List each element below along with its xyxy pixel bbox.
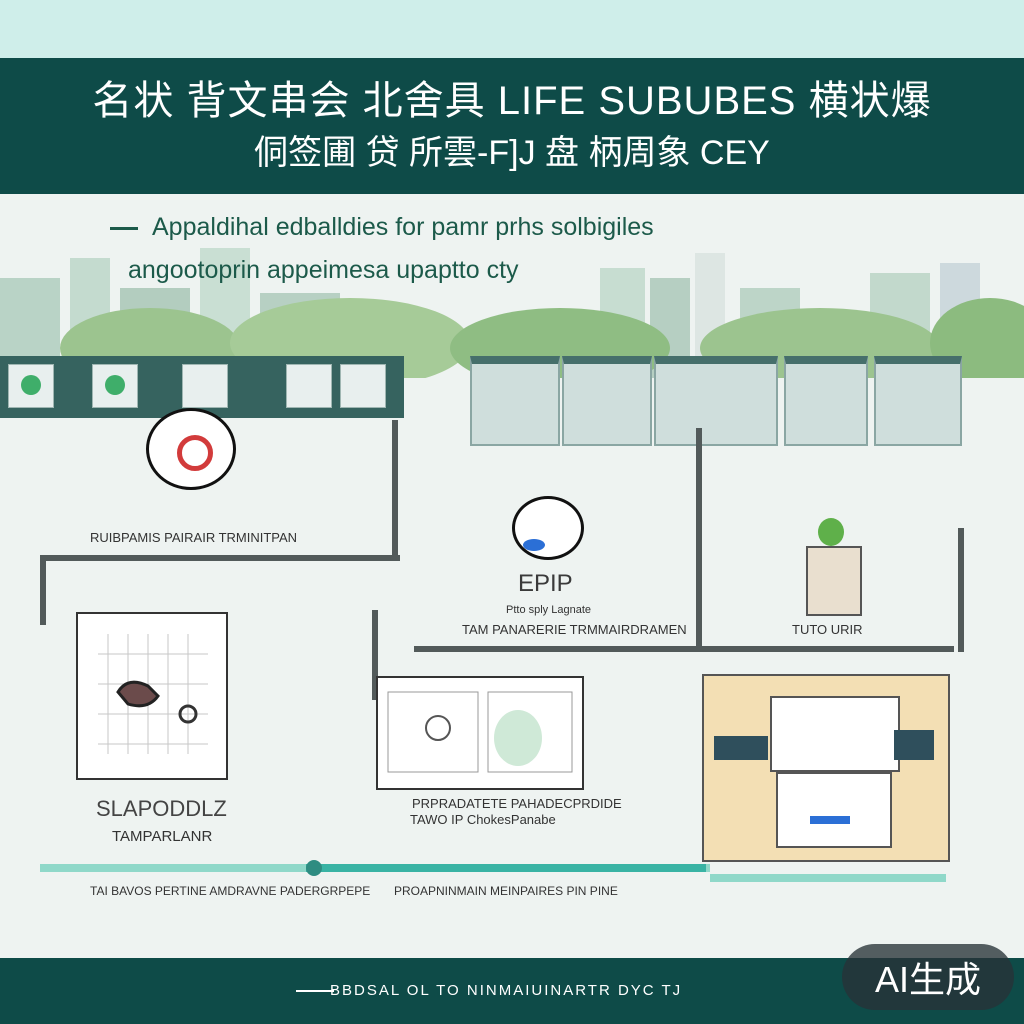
window-right [894, 730, 934, 760]
sky-band [0, 0, 1024, 60]
intro-line-1: Appaldihal edballdies for pamr prhs solb… [110, 210, 654, 244]
lab-sketch [387, 691, 573, 773]
title-banner: 名状 背文串会 北舍具 LIFE SUBUBES 横状爆 侗签圃 贷 所雲-F]… [0, 58, 1024, 194]
red-ring-icon [177, 435, 213, 471]
middle-panel-caption-2: TAWO IP ChokesPanabe [410, 812, 556, 827]
connector-pipe [40, 555, 46, 625]
center-node-small: Ptto sply Lagnate [506, 604, 592, 616]
wall-display [770, 696, 900, 772]
blue-drop-icon [523, 539, 545, 551]
building [470, 356, 560, 446]
service-tile [8, 364, 54, 408]
title-line-1: 名状 背文串会 北舍具 LIFE SUBUBES 横状爆 [92, 79, 932, 123]
left-panel-title: SLAPODDLZ [96, 796, 227, 821]
building-row [470, 356, 962, 446]
person-body-icon [806, 546, 862, 616]
footer-dash [296, 990, 334, 992]
left-panel-sub: TAMPARLANR [112, 828, 213, 845]
middle-diagram-panel [376, 676, 584, 790]
building [784, 356, 868, 446]
water-drop-node [146, 408, 236, 490]
left-node-caption: RUIBPAMIS PAIRAIR TRMINITPAN [90, 530, 298, 545]
timeline-extension [710, 874, 946, 882]
service-tile [286, 364, 332, 408]
service-tile [182, 364, 228, 408]
connector-pipe [958, 528, 964, 652]
left-service-strip [0, 356, 404, 418]
ai-generated-watermark: AI生成 [842, 944, 1014, 1010]
left-diagram-panel [76, 612, 228, 780]
building [562, 356, 652, 446]
middle-panel-caption-1: PRPRADATETE PAHADECPRDIDE [412, 796, 622, 811]
service-tile [92, 364, 138, 408]
title-line-2: 侗签圃 贷 所雲-F]J 盘 柄周象 CEY [254, 134, 770, 172]
center-node-title: EPIP [518, 570, 573, 597]
timeline-node [306, 860, 322, 876]
dash-decoration [110, 226, 138, 230]
timeline-caption-left: TAI BAVOS PERTINE AMDRAVNE PADERGRPEPE [90, 884, 371, 898]
right-node-caption: TUTO URIR [792, 622, 863, 637]
timeline-progress [306, 864, 706, 872]
window-left [714, 736, 768, 760]
intro-line-1-text: Appaldihal edballdies for pamr prhs solb… [152, 213, 654, 241]
connector-pipe [40, 555, 400, 561]
timeline-caption-middle: PROAPNINMAIN MEINPAIRES PIN PINE [394, 884, 618, 898]
connector-pipe [414, 646, 954, 652]
building [874, 356, 962, 446]
connector-pipe [696, 428, 702, 650]
plumbing-sketch [98, 634, 208, 754]
building [654, 356, 778, 446]
green-leaf-icon [105, 375, 125, 395]
desk-monitor [776, 772, 892, 848]
center-node-caption: TAM PANARERIE TRMMAIRDRAMEN [462, 622, 687, 637]
footer-text: BBDSAL OL TO NINMAIUINARTR DYC TJ [330, 982, 683, 999]
control-room-panel [702, 674, 950, 862]
connector-pipe [392, 420, 398, 560]
service-tile [340, 364, 386, 408]
tool-node [512, 496, 584, 560]
person-head-icon [818, 518, 844, 546]
green-leaf-icon [21, 375, 41, 395]
connector-pipe [372, 610, 378, 700]
progress-indicator [810, 816, 850, 824]
intro-line-2: angootoprin appeimesa upaptto cty [128, 256, 519, 284]
